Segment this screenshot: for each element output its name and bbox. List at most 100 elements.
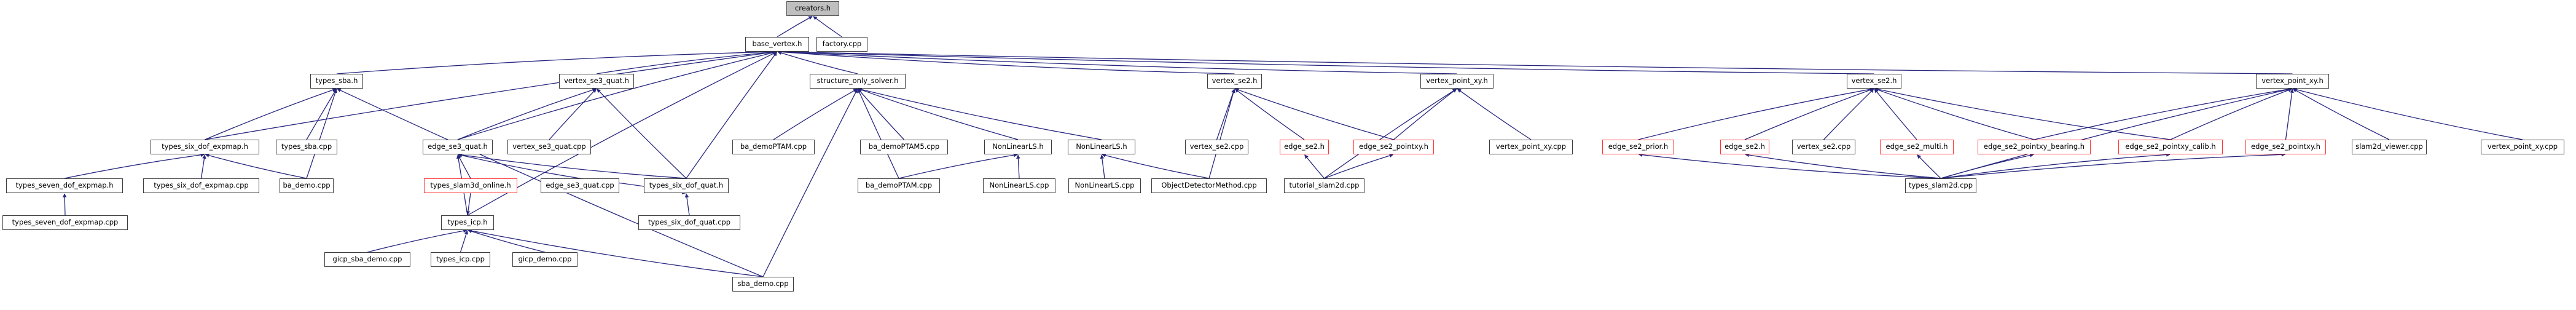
graph-edge xyxy=(200,154,206,179)
graph-edge xyxy=(1393,89,1457,140)
graph-edge xyxy=(1745,153,1941,179)
graph-edge xyxy=(777,50,858,74)
graph-node-sba-demo-cpp[interactable]: sba_demo.cpp xyxy=(732,277,794,292)
graph-node-types-six-dof-expmap-h[interactable]: types_six_dof_expmap.h xyxy=(151,140,259,154)
graph-node-edge-se2-h[interactable]: edge_se2.h xyxy=(1720,140,1769,154)
graph-edge xyxy=(2292,88,2390,140)
graph-node-objectdetectormethod-cpp[interactable]: ObjectDetectorMethod.cpp xyxy=(1151,178,1267,193)
graph-node-vertex-point-xy-h[interactable]: vertex_point_xy.h xyxy=(1420,74,1494,89)
graph-node-gicp-sba-demo-cpp[interactable]: gicp_sba_demo.cpp xyxy=(324,252,410,267)
graph-edge xyxy=(597,89,687,179)
graph-node-structure-only-solver-h[interactable]: structure_only_solver.h xyxy=(810,74,906,89)
graph-edge xyxy=(1940,153,2286,179)
graph-edge xyxy=(813,16,842,38)
graph-edge xyxy=(1016,154,1020,179)
graph-edge xyxy=(777,15,813,38)
graph-edge xyxy=(2170,88,2293,140)
graph-node-ba-demoptam5-cpp[interactable]: ba_demoPTAM5.cpp xyxy=(860,140,948,154)
graph-node-types-seven-dof-expmap-h[interactable]: types_seven_dof_expmap.h xyxy=(6,178,123,193)
graph-node-vertex-point-xy-cpp[interactable]: vertex_point_xy.cpp xyxy=(1489,140,1573,154)
graph-edge xyxy=(1638,87,1874,140)
graph-edge xyxy=(460,230,468,253)
graph-node-edge-se2-pointxy-h[interactable]: edge_se2_pointxy.h xyxy=(1353,140,1434,154)
graph-node-vertex-se3-quat-cpp[interactable]: vertex_se3_quat.cpp xyxy=(507,140,591,154)
graph-edge xyxy=(777,49,2293,74)
graph-edge xyxy=(466,193,471,215)
graph-node-creators-h[interactable]: creators.h xyxy=(786,1,839,16)
graph-node-types-sba-h[interactable]: types_sba.h xyxy=(310,74,363,89)
graph-edge xyxy=(64,153,205,179)
graph-node-vertex-se2-cpp[interactable]: vertex_se2.cpp xyxy=(1185,140,1248,154)
graph-node-types-six-dof-expmap-cpp[interactable]: types_six_dof_expmap.cpp xyxy=(143,178,259,193)
graph-node-nonlinearls-cpp[interactable]: NonLinearLS.cpp xyxy=(983,178,1055,193)
graph-edge xyxy=(336,49,777,74)
graph-edge xyxy=(1744,88,1874,140)
graph-edge xyxy=(596,50,777,74)
graph-node-base-vertex-h[interactable]: base_vertex.h xyxy=(745,37,809,52)
graph-node-types-six-dof-quat-h[interactable]: types_six_dof_quat.h xyxy=(644,178,729,193)
graph-edge xyxy=(1304,154,1325,179)
graph-node-gicp-demo-cpp[interactable]: gicp_demo.cpp xyxy=(512,252,577,267)
graph-node-types-seven-dof-expmap-cpp[interactable]: types_seven_dof_expmap.cpp xyxy=(2,215,128,230)
graph-node-vertex-se2-cpp[interactable]: vertex_se2.cpp xyxy=(1792,140,1855,154)
graph-edge xyxy=(857,89,899,179)
graph-edge xyxy=(549,89,597,140)
graph-node-nonlinearls-h[interactable]: NonLinearLS.h xyxy=(984,140,1052,154)
graph-node-ba-demoptam-cpp[interactable]: ba_demoPTAM.cpp xyxy=(732,140,815,154)
graph-node-slam2d-viewer-cpp[interactable]: slam2d_viewer.cpp xyxy=(2352,140,2427,154)
graph-edge xyxy=(1100,154,1105,179)
graph-edge xyxy=(205,50,777,140)
graph-node-types-slam2d-cpp[interactable]: types_slam2d.cpp xyxy=(1905,178,1976,193)
graph-edge xyxy=(1874,89,1917,140)
graph-edge xyxy=(686,52,777,179)
graph-edge xyxy=(858,89,904,140)
graph-node-edge-se2-prior-h[interactable]: edge_se2_prior.h xyxy=(1602,140,1674,154)
graph-node-ba-demoptam-cpp[interactable]: ba_demoPTAM.cpp xyxy=(858,178,940,193)
graph-node-types-sba-cpp[interactable]: types_sba.cpp xyxy=(276,140,337,154)
graph-edge xyxy=(457,88,597,140)
graph-edge xyxy=(306,89,337,179)
graph-node-edge-se2-multi-h[interactable]: edge_se2_multi.h xyxy=(1880,140,1954,154)
graph-node-edge-se3-quat-h[interactable]: edge_se3_quat.h xyxy=(423,140,493,154)
graph-node-edge-se3-quat-cpp[interactable]: edge_se3_quat.cpp xyxy=(541,178,619,193)
graph-edge xyxy=(1917,154,1941,179)
graph-edge xyxy=(2292,87,2523,140)
graph-edge xyxy=(684,193,690,216)
graph-edge xyxy=(468,229,546,253)
graph-edge xyxy=(762,89,858,277)
graph-edge xyxy=(1638,153,1941,179)
graph-node-types-icp-h[interactable]: types_icp.h xyxy=(441,215,494,230)
graph-edge xyxy=(458,153,687,179)
graph-node-tutorial-slam2d-cpp[interactable]: tutorial_slam2d.cpp xyxy=(1284,178,1364,193)
graph-node-types-six-dof-quat-cpp[interactable]: types_six_dof_quat.cpp xyxy=(638,215,740,230)
graph-edge xyxy=(773,88,858,140)
graph-edge xyxy=(1234,88,1394,140)
graph-node-vertex-se2-h[interactable]: vertex_se2.h xyxy=(1207,74,1262,89)
graph-node-vertex-se3-quat-h[interactable]: vertex_se3_quat.h xyxy=(559,74,634,89)
graph-edge xyxy=(858,88,1019,140)
graph-node-edge-se2-pointxy-h[interactable]: edge_se2_pointxy.h xyxy=(2245,140,2326,154)
graph-edge xyxy=(2285,89,2294,140)
graph-node-vertex-se2-h[interactable]: vertex_se2.h xyxy=(1847,74,1901,89)
graph-node-types-slam3d-online-h[interactable]: types_slam3d_online.h xyxy=(424,178,517,193)
graph-node-nonlinearls-cpp[interactable]: NonLinearLS.cpp xyxy=(1068,178,1141,193)
graph-node-factory-cpp[interactable]: factory.cpp xyxy=(816,37,867,52)
graph-edge xyxy=(1324,89,1457,179)
graph-node-nonlinearls-h[interactable]: NonLinearLS.h xyxy=(1068,140,1135,154)
graph-node-edge-se2-pointxy-bearing-h[interactable]: edge_se2_pointxy_bearing.h xyxy=(1978,140,2091,154)
graph-edge xyxy=(205,153,307,179)
graph-node-edge-se2-h[interactable]: edge_se2.h xyxy=(1280,140,1329,154)
graph-node-types-icp-cpp[interactable]: types_icp.cpp xyxy=(431,252,490,267)
graph-node-vertex-point-xy-h[interactable]: vertex_point_xy.h xyxy=(2256,74,2329,89)
graph-edge xyxy=(777,50,1235,74)
graph-edge xyxy=(1940,153,2034,179)
graph-node-edge-se2-pointxy-calib-h[interactable]: edge_se2_pointxy_calib.h xyxy=(2118,140,2223,154)
graph-edge xyxy=(367,229,468,253)
graph-node-vertex-point-xy-cpp[interactable]: vertex_point_xy.cpp xyxy=(2481,140,2564,154)
graph-edge xyxy=(1324,153,1394,179)
graph-node-ba-demo-cpp[interactable]: ba_demo.cpp xyxy=(280,178,334,193)
graph-edge xyxy=(1234,89,1305,140)
graph-edge xyxy=(205,88,337,140)
graph-edge xyxy=(2034,87,2293,140)
